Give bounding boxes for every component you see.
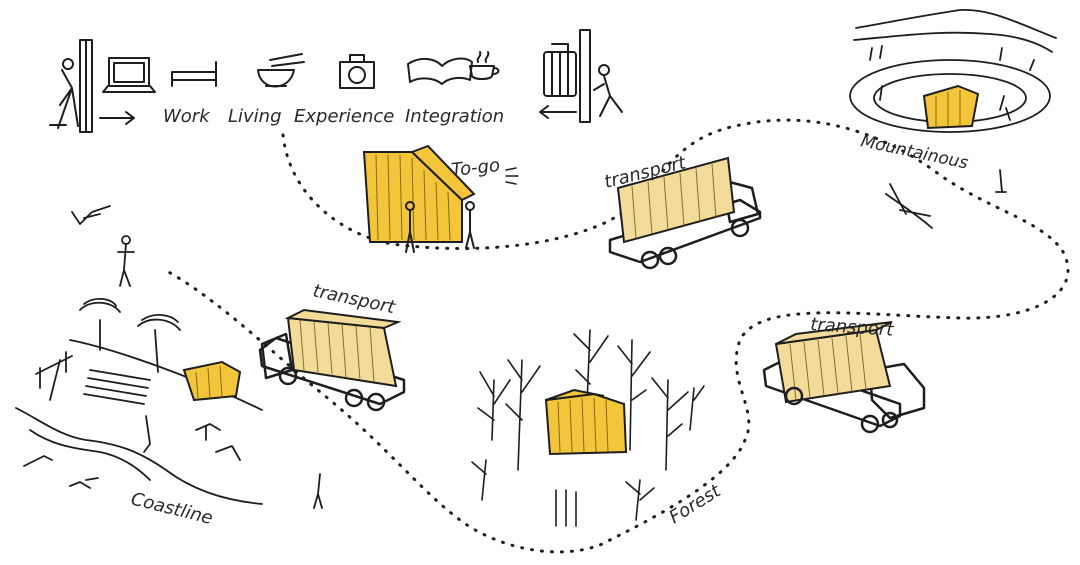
forest-trees [471,329,705,527]
header-label-integration: Integration [405,106,504,127]
header-label-living: Living [228,106,282,127]
label-mountainous: Mountainous [859,131,970,173]
door-person-left-icon [49,39,135,133]
label-forest: Forest [666,480,726,528]
header-label-experience: Experience [294,106,394,127]
bowl-chopsticks-icon [257,53,305,88]
walker-figure [313,473,323,509]
book-coffee-icon [407,51,500,85]
header-label-work: Work [163,106,211,127]
speed-lines-icon [505,167,519,185]
coastline-cabin [182,360,242,402]
mountain-cabin [922,84,980,130]
to-go-cabin [362,144,476,253]
coastline-scene [15,298,263,505]
label-to-go: To-go [450,155,501,181]
truck-right [762,321,926,434]
forest-cabin [544,388,628,456]
hang-glider-icon [885,169,1007,229]
bed-icon [171,61,217,87]
hang-glider-left-icon [71,205,135,287]
truck-left [258,308,406,412]
route-dotted-path [163,118,1070,554]
laptop-icon [102,57,156,93]
camera-icon [339,54,375,89]
luggage-door-person-right-icon [539,29,623,123]
truck-top [608,156,762,270]
label-coastline: Coastline [129,488,215,529]
